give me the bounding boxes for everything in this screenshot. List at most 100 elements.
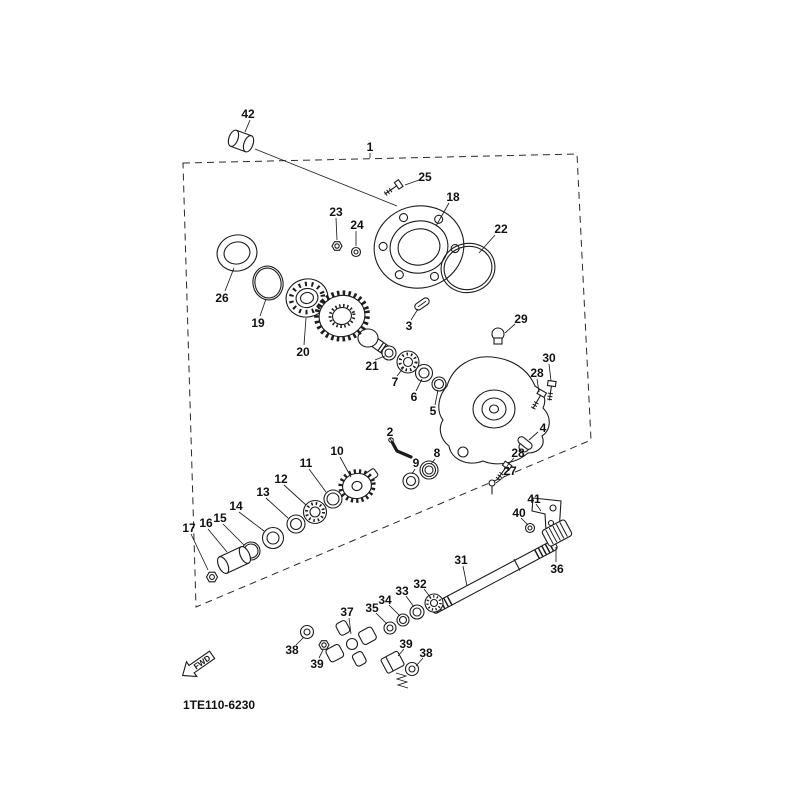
part-drive-gear bbox=[314, 290, 370, 342]
callout-leader-22 bbox=[478, 234, 496, 254]
callout-leader-7 bbox=[396, 366, 405, 377]
callout-label-39: 39 bbox=[399, 637, 413, 651]
callout-label-25: 25 bbox=[418, 170, 432, 184]
callout-leader-42 bbox=[244, 119, 251, 133]
callout-leader-35 bbox=[375, 612, 388, 625]
part-29-plug bbox=[491, 327, 505, 345]
callout-label-19: 19 bbox=[251, 316, 265, 330]
part-10-pinion-gear bbox=[338, 469, 376, 503]
callout-label-7: 7 bbox=[392, 375, 399, 389]
callout-label-10: 10 bbox=[330, 444, 344, 458]
callout-leader-13 bbox=[265, 497, 289, 519]
part-33-washer bbox=[409, 604, 425, 620]
fwd-arrow: FWD bbox=[181, 650, 216, 678]
callout-label-3: 3 bbox=[406, 319, 413, 333]
part-spring bbox=[395, 672, 409, 689]
callout-label-40: 40 bbox=[512, 506, 526, 520]
callout-label-34: 34 bbox=[378, 593, 392, 607]
callout-label-15: 15 bbox=[213, 511, 227, 525]
callout-label-33: 33 bbox=[395, 584, 409, 598]
part-36-coupling bbox=[541, 519, 573, 547]
part-13-washer bbox=[286, 514, 306, 534]
callout-leader-40 bbox=[520, 517, 529, 526]
part-11-spacer bbox=[323, 489, 343, 509]
callout-leader-16 bbox=[207, 528, 228, 553]
callout-label-22: 22 bbox=[494, 222, 508, 236]
callout-label-11: 11 bbox=[300, 456, 313, 470]
part-42-collar bbox=[227, 129, 255, 153]
part-8-seal bbox=[419, 460, 439, 480]
callout-leader-29 bbox=[504, 323, 516, 334]
callout-leader-20 bbox=[303, 317, 307, 346]
part-14-oil-seal bbox=[261, 526, 285, 550]
callout-leader-38 bbox=[415, 657, 424, 667]
callout-label-27: 27 bbox=[503, 464, 517, 478]
callout-leader-38 bbox=[295, 636, 305, 646]
callout-leader-15 bbox=[222, 523, 245, 546]
part-12-bearing bbox=[302, 499, 328, 525]
part-23-nut bbox=[331, 241, 343, 251]
callout-leader-41 bbox=[535, 503, 542, 512]
part-drive-gear-hub bbox=[357, 328, 379, 348]
callout-label-2: 2 bbox=[387, 425, 394, 439]
callout-leader-28 bbox=[536, 378, 540, 393]
callout-leader-11 bbox=[308, 468, 327, 493]
callout-leader-17 bbox=[190, 533, 209, 571]
callout-leader-34 bbox=[388, 604, 401, 617]
part-39-nut-left bbox=[318, 640, 330, 650]
callout-leader-32 bbox=[423, 588, 432, 599]
part-5-shim bbox=[431, 376, 447, 392]
callout-leader-30 bbox=[548, 363, 552, 382]
callout-label-14: 14 bbox=[229, 499, 243, 513]
part-27-screw bbox=[488, 479, 496, 495]
part-26-retainer bbox=[216, 234, 258, 272]
callout-leader-28 bbox=[506, 457, 515, 467]
callout-label-13: 13 bbox=[256, 485, 270, 499]
part-40-washer bbox=[524, 522, 536, 534]
part-34-washer bbox=[396, 613, 410, 627]
callout-leader-8 bbox=[430, 458, 436, 465]
callout-leader-39 bbox=[318, 649, 324, 659]
callout-label-9: 9 bbox=[413, 456, 420, 470]
part-24-washer bbox=[350, 246, 362, 258]
callout-label-4: 4 bbox=[540, 421, 547, 435]
callout-label-12: 12 bbox=[274, 472, 288, 486]
callout-label-38: 38 bbox=[285, 643, 299, 657]
callout-label-24: 24 bbox=[350, 218, 364, 232]
fwd-label: FWD bbox=[192, 653, 212, 671]
part-21-shim bbox=[381, 345, 397, 361]
callout-label-17: 17 bbox=[182, 521, 196, 535]
callout-leader-19 bbox=[259, 298, 267, 317]
callout-label-29: 29 bbox=[514, 312, 528, 326]
callout-leader-26 bbox=[224, 267, 235, 292]
callout-label-38: 38 bbox=[419, 646, 433, 660]
part-39-cup-right bbox=[380, 650, 405, 674]
part-19-o-ring bbox=[252, 265, 284, 301]
part-42-locator-line bbox=[254, 148, 398, 207]
callout-leader-21 bbox=[374, 355, 386, 361]
callout-label-8: 8 bbox=[434, 446, 441, 460]
callout-leader-25 bbox=[404, 179, 420, 186]
part-31-drive-shaft bbox=[430, 540, 558, 614]
callout-leader-6 bbox=[415, 378, 423, 392]
callout-label-26: 26 bbox=[215, 291, 229, 305]
callout-label-6: 6 bbox=[411, 390, 418, 404]
callout-label-5: 5 bbox=[430, 404, 437, 418]
callout-label-18: 18 bbox=[446, 190, 460, 204]
part-32-bearing bbox=[424, 593, 444, 613]
callout-leader-4 bbox=[528, 431, 539, 441]
callout-label-28: 28 bbox=[530, 366, 544, 380]
part-2-breather bbox=[388, 437, 413, 459]
callout-leader-2 bbox=[389, 437, 394, 445]
part-9-ring bbox=[402, 472, 420, 490]
callout-layer: 1422518222324261920213765229302842827981… bbox=[182, 107, 564, 671]
callout-leader-12 bbox=[283, 484, 307, 506]
callout-label-39: 39 bbox=[310, 657, 324, 671]
callout-leader-37 bbox=[348, 617, 352, 635]
part-4-dowel-pin bbox=[517, 436, 533, 450]
callout-leader-31 bbox=[462, 565, 468, 587]
part-16-collar bbox=[216, 546, 252, 574]
callout-leader-10 bbox=[339, 456, 352, 478]
